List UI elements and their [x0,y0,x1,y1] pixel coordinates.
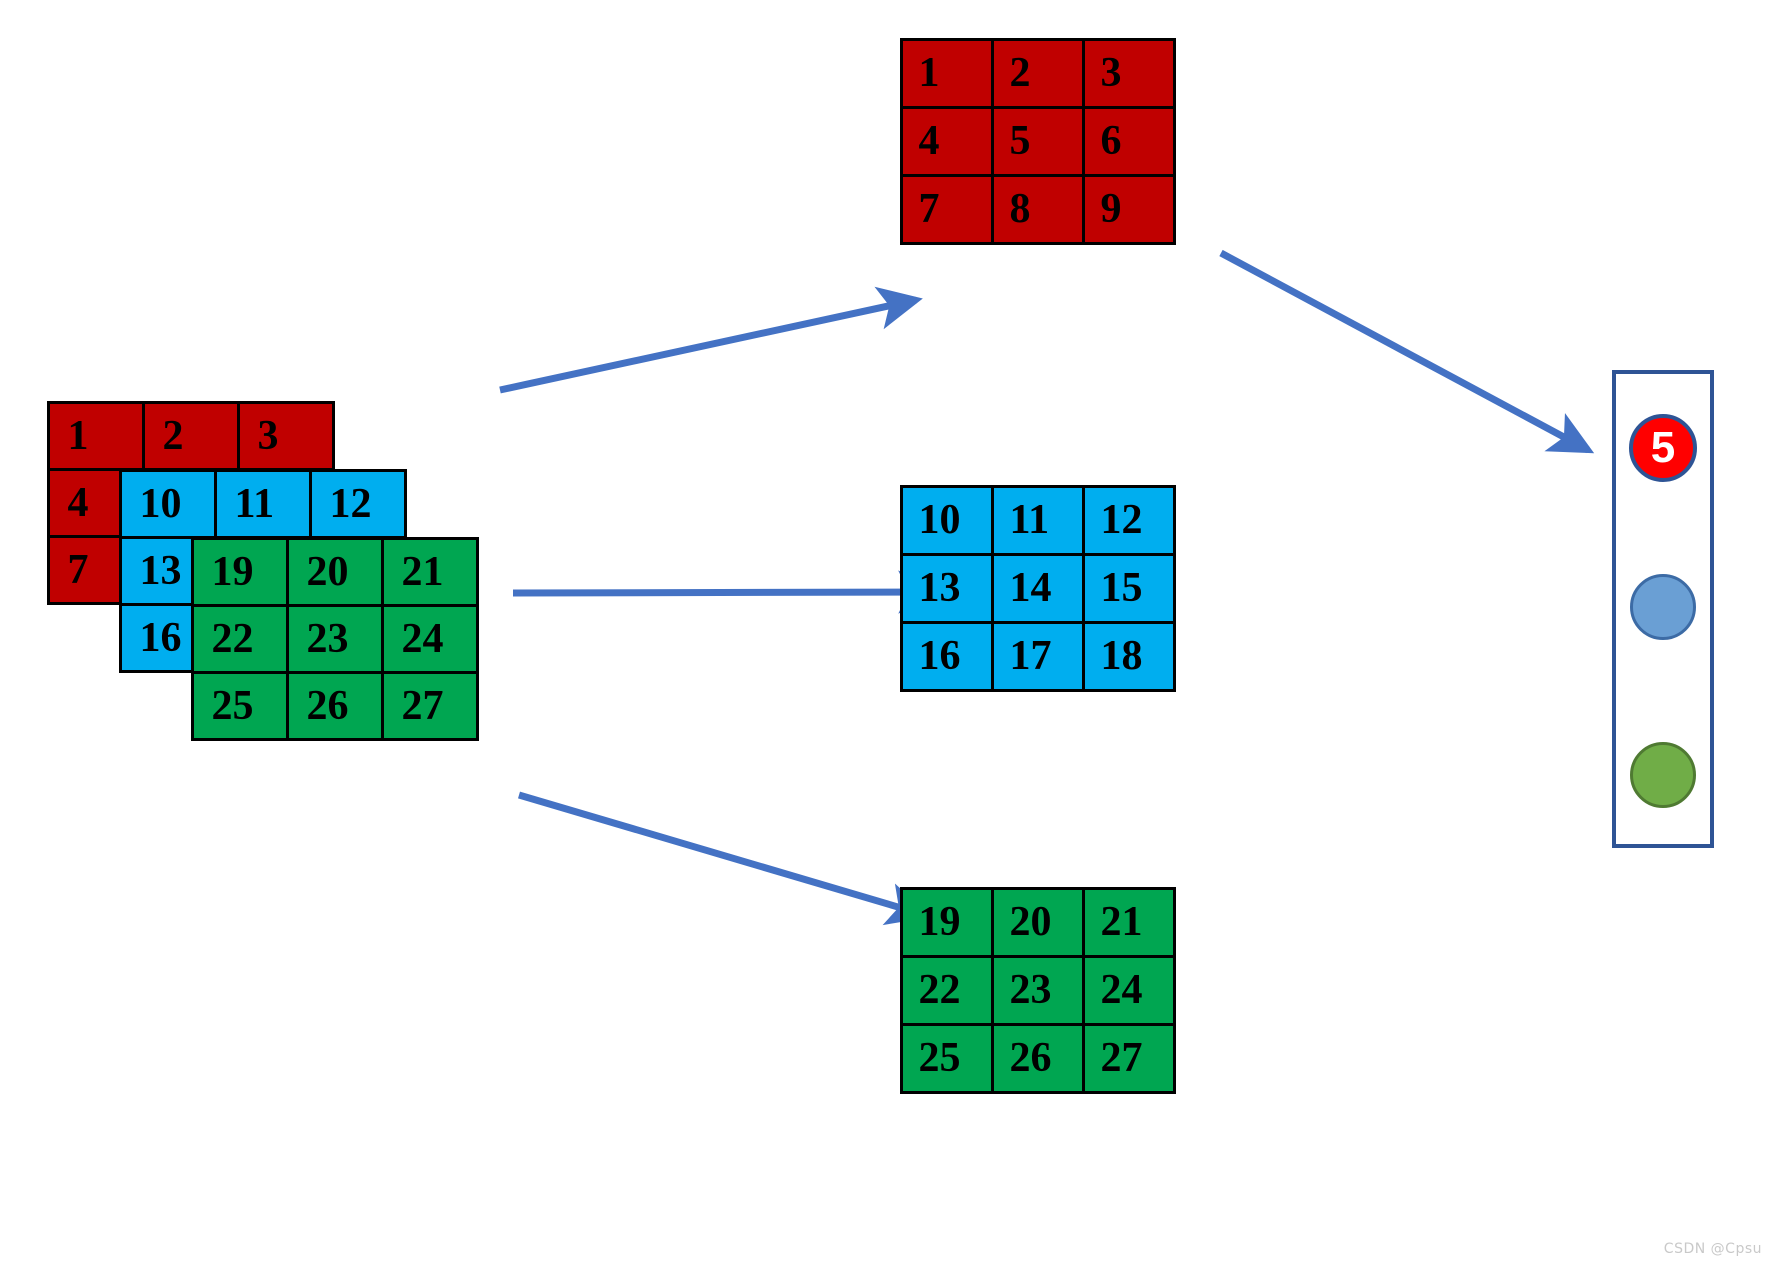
input-volume-green-channel: 19 20 21 22 23 24 25 26 27 [190,536,479,741]
grid-cell: 21 [1081,886,1176,958]
green-channel-map: 19 20 21 22 23 24 25 26 27 [899,886,1176,1094]
arrow-to-red-map [499,286,923,394]
grid-cell: 14 [990,552,1085,624]
grid-cell: 25 [899,1022,994,1094]
output-dot-blue [1630,574,1696,640]
grid-cell: 8 [990,173,1085,245]
grid-cell: 2 [141,400,240,471]
grid-cell: 23 [285,603,384,674]
red-channel-map: 1 2 3 4 5 6 7 8 9 [899,37,1176,245]
blue-channel-map: 10 11 12 13 14 15 16 17 18 [899,484,1176,692]
grid-cell: 11 [990,484,1085,556]
grid-cell: 21 [380,536,479,607]
grid-cell: 15 [1081,552,1176,624]
grid-cell: 6 [1081,105,1176,177]
grid-cell: 27 [1081,1022,1176,1094]
watermark-text: CSDN @Cpsu [1663,1241,1762,1257]
grid-cell: 22 [190,603,289,674]
grid-cell: 3 [1081,37,1176,109]
grid-cell: 17 [990,620,1085,692]
grid-cell: 16 [899,620,994,692]
grid-cell: 26 [990,1022,1085,1094]
grid-cell: 11 [213,468,312,539]
grid-cell: 1 [899,37,994,109]
grid-cell: 3 [236,400,335,471]
arrow-to-output [1219,249,1595,454]
grid-cell: 1 [46,400,145,471]
output-dot-red: 5 [1629,414,1697,482]
grid-cell: 10 [118,468,217,539]
grid-cell: 23 [990,954,1085,1026]
grid-cell: 18 [1081,620,1176,692]
grid-cell: 22 [899,954,994,1026]
grid-cell: 20 [285,536,384,607]
grid-cell: 24 [1081,954,1176,1026]
grid-cell: 4 [899,105,994,177]
grid-cell: 12 [1081,484,1176,556]
output-feature-vector: 5 [1612,370,1714,848]
grid-cell: 20 [990,886,1085,958]
grid-cell: 13 [899,552,994,624]
grid-cell: 27 [380,670,479,741]
grid-cell: 19 [899,886,994,958]
grid-cell: 9 [1081,173,1176,245]
grid-cell: 12 [308,468,407,539]
grid-cell: 7 [899,173,994,245]
grid-cell: 2 [990,37,1085,109]
arrow-to-green-map [518,791,932,926]
grid-cell: 10 [899,484,994,556]
grid-cell: 19 [190,536,289,607]
arrow-to-blue-map [512,570,943,614]
grid-cell: 5 [990,105,1085,177]
grid-cell: 25 [190,670,289,741]
output-dot-green [1630,742,1696,808]
grid-cell: 24 [380,603,479,674]
grid-cell: 26 [285,670,384,741]
